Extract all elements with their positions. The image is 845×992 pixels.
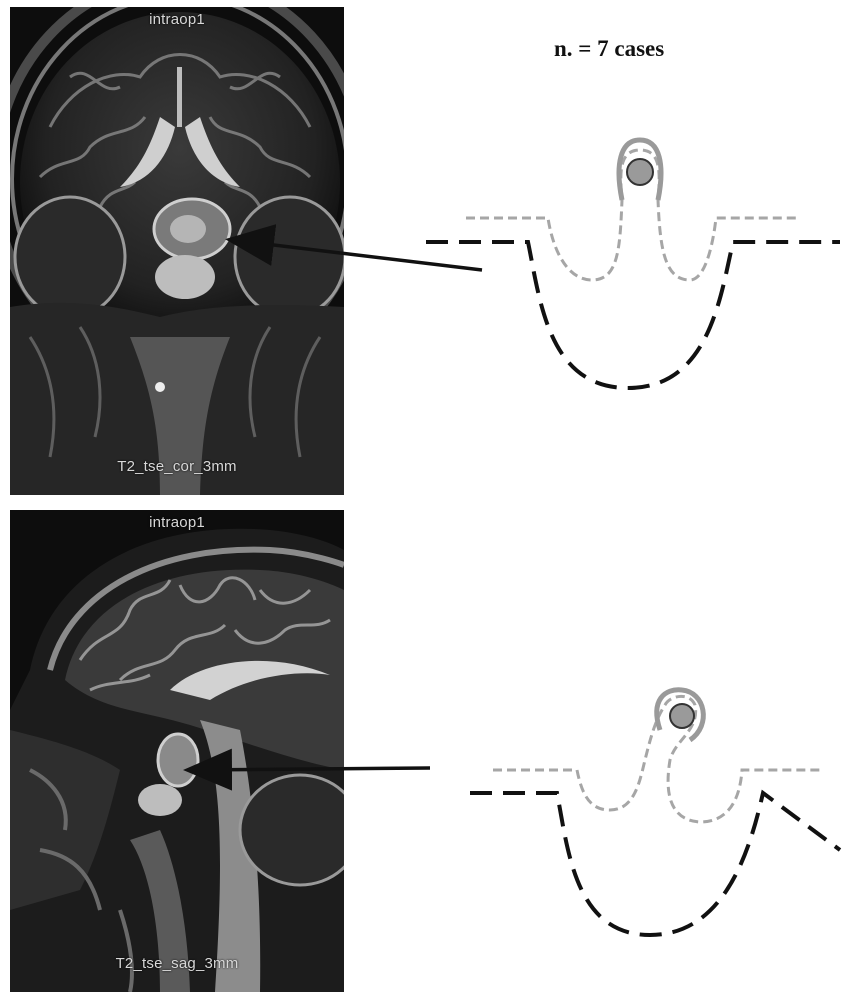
lesion-marker-top: [627, 159, 653, 185]
lesion-marker-bottom: [670, 704, 694, 728]
schematic-diagram-bottom: [470, 690, 840, 935]
schematic-diagram-top: [426, 140, 840, 388]
sagittal-pointer-arrow: [190, 768, 430, 770]
coronal-pointer-arrow: [232, 240, 482, 270]
